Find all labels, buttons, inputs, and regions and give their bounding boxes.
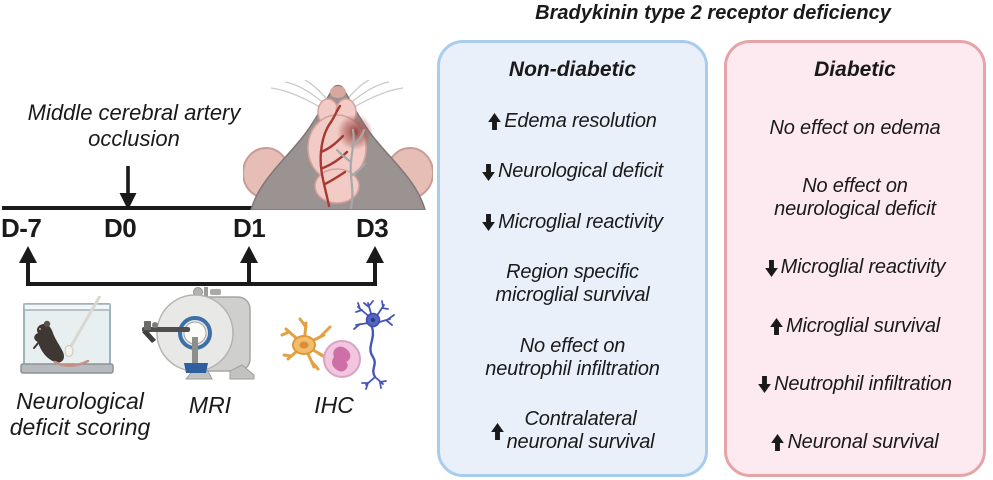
up-arrow-icon <box>490 423 504 440</box>
effect-text: Microglial survival <box>785 314 940 337</box>
effect-text: Neutrophil infiltration <box>774 372 952 395</box>
mouse-in-cage-icon <box>20 296 114 374</box>
timeline-day-label: D0 <box>104 213 137 243</box>
timeline-axis <box>2 206 413 210</box>
effect-text: No effect on neutrophil infiltration <box>485 334 660 380</box>
timeline-day-label: D1 <box>233 213 266 243</box>
effect-text: Microglial reactivity <box>498 210 663 233</box>
effect-item: Region specific microglial survival <box>495 261 649 307</box>
timeline-day-label: D-7 <box>1 213 42 243</box>
effect-text: Region specific microglial survival <box>495 261 650 306</box>
down-arrow-icon <box>482 163 495 181</box>
effect-item: Microglial reactivity <box>482 211 663 234</box>
down-arrow-icon <box>119 166 137 210</box>
effect-item: No effect on neurological deficit <box>774 175 936 221</box>
down-arrow-icon <box>764 259 778 277</box>
down-arrow-icon <box>758 376 772 394</box>
figure-title: Bradykinin type 2 receptor deficiency <box>535 2 891 24</box>
effect-item: Contralateral neuronal survival <box>490 408 655 454</box>
assessment-label-neurological-deficit-scoring: Neurological deficit scoring <box>9 388 151 440</box>
assessment-bracket <box>19 246 384 286</box>
down-arrow-icon <box>482 214 495 231</box>
up-arrow-icon <box>488 113 502 130</box>
ihc-cells-icon <box>280 300 395 390</box>
effect-item: Neurological deficit <box>482 160 663 183</box>
effect-text: Neuronal survival <box>787 430 939 453</box>
up-arrow-icon <box>771 434 785 452</box>
effect-text: Microglial reactivity <box>780 256 946 279</box>
nondiabetic-panel-heading: Non-diabetic <box>508 58 637 81</box>
effect-text: Edema resolution <box>504 109 657 132</box>
effect-item: Edema resolution <box>488 109 657 133</box>
effect-item: Neuronal survival <box>771 430 939 454</box>
effect-item: No effect on edema <box>770 117 941 140</box>
assessment-label-mri: MRI <box>188 392 232 418</box>
effect-item: Microglial reactivity <box>764 256 946 279</box>
effect-text: No effect on edema <box>769 117 941 140</box>
mri-scanner-icon <box>142 287 255 380</box>
effect-item: Microglial survival <box>770 315 940 338</box>
assessment-label-ihc: IHC <box>314 392 354 418</box>
mcao-procedure-label: Middle cerebral artery occlusion <box>27 100 241 151</box>
diabetic-panel-heading: Diabetic <box>814 58 896 81</box>
effect-item: No effect on neutrophil infiltration <box>485 334 660 381</box>
timeline-day-label: D3 <box>356 213 389 243</box>
up-arrow-icon <box>770 318 783 336</box>
diabetic-panel: Diabetic No effect on edema No effect on … <box>724 40 986 477</box>
effect-item: Neutrophil infiltration <box>758 373 952 396</box>
effect-text: Neurological deficit <box>498 160 663 182</box>
mouse-head-illustration <box>243 80 433 210</box>
effect-text: Contralateral neuronal survival <box>506 408 655 453</box>
effect-text: No effect on neurological deficit <box>774 175 936 221</box>
